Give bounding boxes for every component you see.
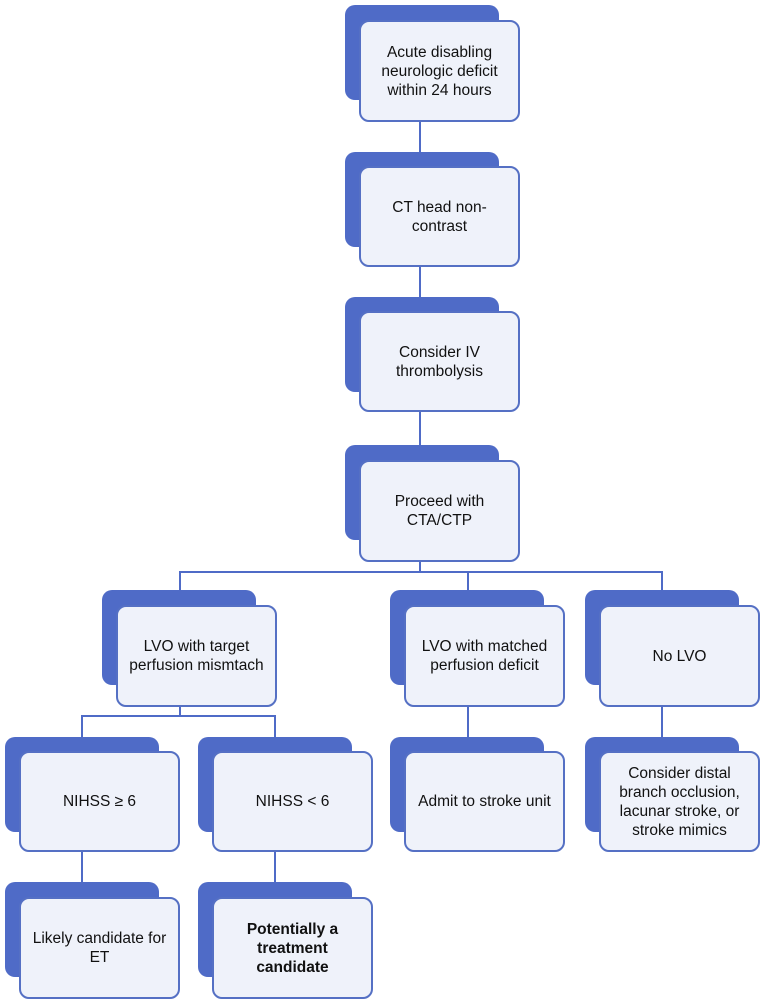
node-label-consider-distal: Consider distal branch occlusion, lacuna… [619,764,740,839]
node-label-iv-thrombolysis: Consider IV thrombolysis [396,343,483,380]
node-label-nihss-lt6: NIHSS < 6 [255,793,330,810]
node-no-lvo: No LVO [585,590,760,707]
node-nihss-ge6: NIHSS ≥ 6 [5,737,180,852]
node-label-no-lvo: No LVO [652,647,707,665]
node-label-potential-candidate: Potentially a treatment candidate [246,920,339,976]
node-cta-ctp: Proceed with CTA/CTP [345,445,520,562]
node-box: Likely candidate for ET [19,897,180,999]
node-label-ct-head: CT head non-contrast [392,198,487,235]
node-consider-distal: Consider distal branch occlusion, lacuna… [585,737,760,852]
node-lvo-target: LVO with target perfusion mismtach [102,590,277,707]
node-box: NIHSS < 6 [212,751,373,852]
node-box: NIHSS ≥ 6 [19,751,180,852]
node-label-cta-ctp: Proceed with CTA/CTP [394,493,485,529]
node-box: Admit to stroke unit [404,751,565,852]
node-likely-candidate: Likely candidate for ET [5,882,180,999]
node-box: Acute disabling neurologic deficit withi… [359,20,520,122]
node-label-likely-candidate: Likely candidate for ET [32,930,167,966]
node-iv-thrombolysis: Consider IV thrombolysis [345,297,520,412]
connector-branch-bar [179,571,663,590]
node-lvo-matched: LVO with matched perfusion deficit [390,590,565,707]
node-acute-deficit: Acute disabling neurologic deficit withi… [345,5,520,122]
node-box: CT head non-contrast [359,166,520,267]
node-label-nihss-ge6: NIHSS ≥ 6 [62,793,137,810]
node-box: LVO with matched perfusion deficit [404,605,565,707]
node-ct-head: CT head non-contrast [345,152,520,267]
node-label-lvo-target: LVO with target perfusion mismtach [129,638,264,674]
connector-nihss-bar [81,715,276,750]
node-box: Potentially a treatment candidate [212,897,373,999]
node-label-acute-deficit: Acute disabling neurologic deficit withi… [381,43,498,99]
node-label-admit-stroke-unit: Admit to stroke unit [418,793,551,810]
node-admit-stroke-unit: Admit to stroke unit [390,737,565,852]
node-box: Consider IV thrombolysis [359,311,520,412]
node-potential-candidate: Potentially a treatment candidate [198,882,373,999]
node-label-lvo-matched: LVO with matched perfusion deficit [421,638,548,674]
node-box: No LVO [599,605,760,707]
node-box: Consider distal branch occlusion, lacuna… [599,751,760,852]
node-box: Proceed with CTA/CTP [359,460,520,562]
node-box: LVO with target perfusion mismtach [116,605,277,707]
node-nihss-lt6: NIHSS < 6 [198,737,373,852]
